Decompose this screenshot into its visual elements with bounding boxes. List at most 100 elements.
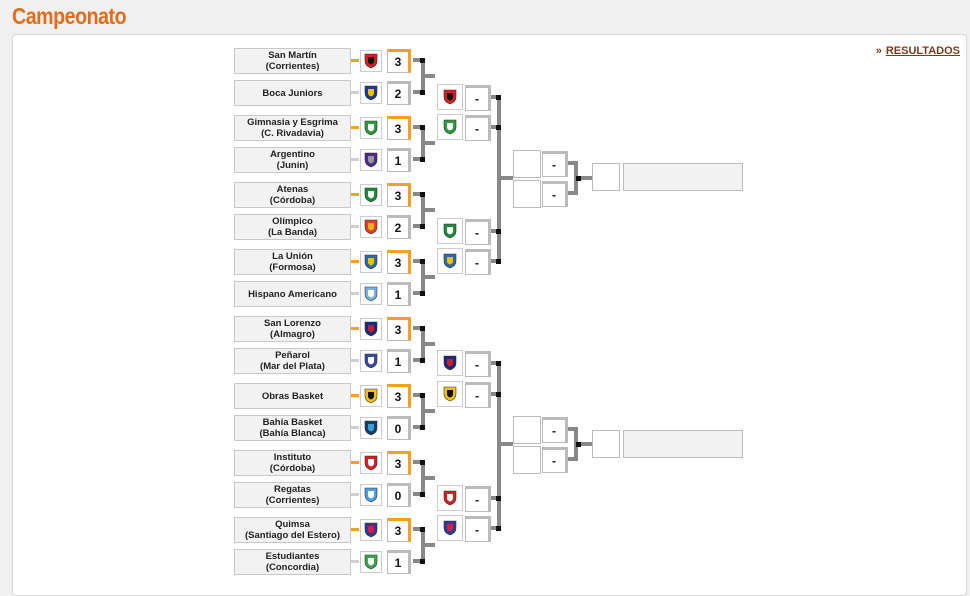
shield-icon [364, 321, 378, 337]
winner-connector [351, 59, 359, 62]
match-score: 0 [387, 416, 411, 440]
team-name[interactable]: Instituto (Córdoba) [234, 450, 351, 476]
la-union-formosa-logo-icon [437, 248, 463, 274]
results-arrow-icon: » [875, 45, 882, 57]
finalist-name-empty [623, 430, 743, 458]
instituto-cordoba-logo-icon [360, 452, 382, 474]
estudiantes-concordia-logo-icon [360, 551, 382, 573]
shield-icon [443, 355, 457, 371]
bracket-node [496, 526, 501, 531]
bracket-line [413, 358, 423, 362]
bracket-node [420, 291, 425, 296]
bracket-line [421, 208, 435, 212]
team-name[interactable]: Gimnasia y Esgrima (C. Rivadavia) [234, 115, 351, 141]
bracket-node [420, 90, 425, 95]
team-slot-empty [513, 416, 541, 444]
bracket-node [496, 259, 501, 264]
la-union-formosa-logo-icon [360, 251, 382, 273]
shield-icon [364, 420, 378, 436]
match-score: 1 [387, 148, 411, 172]
team-name[interactable]: Bahía Basket (Bahía Blanca) [234, 415, 351, 441]
atenas-cordoba-logo-icon [360, 184, 382, 206]
bracket-line [413, 326, 423, 330]
match-score: 3 [387, 183, 411, 207]
results-link-label[interactable]: RESULTADOS [885, 45, 960, 57]
match-score-pending: - [465, 249, 491, 275]
shield-icon [443, 520, 457, 536]
bracket-line [413, 460, 423, 464]
argentino-junin-logo-icon [360, 149, 382, 171]
shield-icon [443, 490, 457, 506]
team-name[interactable]: Hispano Americano [234, 281, 351, 307]
team-slot-empty [513, 446, 541, 474]
shield-icon [364, 353, 378, 369]
team-name[interactable]: Boca Juniors [234, 80, 351, 106]
match-score-pending: - [542, 181, 568, 207]
bracket-line [413, 259, 423, 263]
match-score-pending: - [465, 486, 491, 512]
boca-juniors-logo-icon [360, 82, 382, 104]
winner-connector [351, 158, 359, 161]
bracket-line [413, 291, 423, 295]
bracket-node [496, 361, 501, 366]
match-score-pending: - [465, 115, 491, 141]
team-name[interactable]: Estudiantes (Concordia) [234, 549, 351, 575]
shield-icon [364, 85, 378, 101]
shield-icon [364, 554, 378, 570]
bracket-line [421, 74, 435, 78]
bracket-line [413, 425, 423, 429]
winner-connector [351, 359, 359, 362]
shield-icon [364, 286, 378, 302]
quimsa-logo-icon [360, 519, 382, 541]
finalist-name-empty [623, 163, 743, 191]
team-name[interactable]: La Unión (Formosa) [234, 249, 351, 275]
team-name[interactable]: Quimsa (Santiago del Estero) [234, 517, 351, 543]
winner-connector [351, 560, 359, 563]
winner-connector [351, 493, 359, 496]
regatas-corrientes-logo-icon [360, 484, 382, 506]
match-score: 2 [387, 215, 411, 239]
bracket-line [421, 275, 435, 279]
bracket-node [420, 157, 425, 162]
shield-icon [443, 223, 457, 239]
bracket-line [413, 192, 423, 196]
winner-connector [351, 225, 359, 228]
team-name[interactable]: San Lorenzo (Almagro) [234, 316, 351, 342]
match-score: 3 [387, 384, 411, 408]
match-score-pending: - [465, 85, 491, 111]
results-link[interactable]: »RESULTADOS [876, 45, 960, 57]
bracket-line [413, 125, 423, 129]
team-name[interactable]: Regatas (Corrientes) [234, 482, 351, 508]
match-score-pending: - [465, 382, 491, 408]
match-score: 0 [387, 483, 411, 507]
shield-icon [364, 254, 378, 270]
bracket-line [413, 559, 423, 563]
team-slot-empty [513, 150, 541, 178]
team-name[interactable]: Argentino (Junín) [234, 147, 351, 173]
gimnasia-indalo-logo-icon [437, 114, 463, 140]
team-name[interactable]: Peñarol (Mar del Plata) [234, 348, 351, 374]
obras-basket-logo-icon [437, 381, 463, 407]
match-score-pending: - [465, 219, 491, 245]
shield-icon [364, 187, 378, 203]
team-name[interactable]: Atenas (Córdoba) [234, 182, 351, 208]
bracket-line [413, 157, 423, 161]
winner-connector [351, 426, 359, 429]
match-score: 3 [387, 116, 411, 140]
bracket-node [496, 95, 501, 100]
page-title: Campeonato [12, 3, 127, 29]
team-name[interactable]: Olímpico (La Banda) [234, 214, 351, 240]
match-score: 3 [387, 250, 411, 274]
shield-icon [364, 522, 378, 538]
san-lorenzo-logo-icon [360, 318, 382, 340]
team-name[interactable]: Obras Basket [234, 383, 351, 409]
team-slot-empty [592, 163, 620, 191]
team-name[interactable]: San Martín (Corrientes) [234, 48, 351, 74]
bracket-line [497, 176, 513, 180]
bracket-line [421, 342, 435, 346]
bracket-node [420, 259, 425, 264]
bracket-node [420, 492, 425, 497]
bracket-node [420, 224, 425, 229]
bracket-node [496, 125, 501, 130]
